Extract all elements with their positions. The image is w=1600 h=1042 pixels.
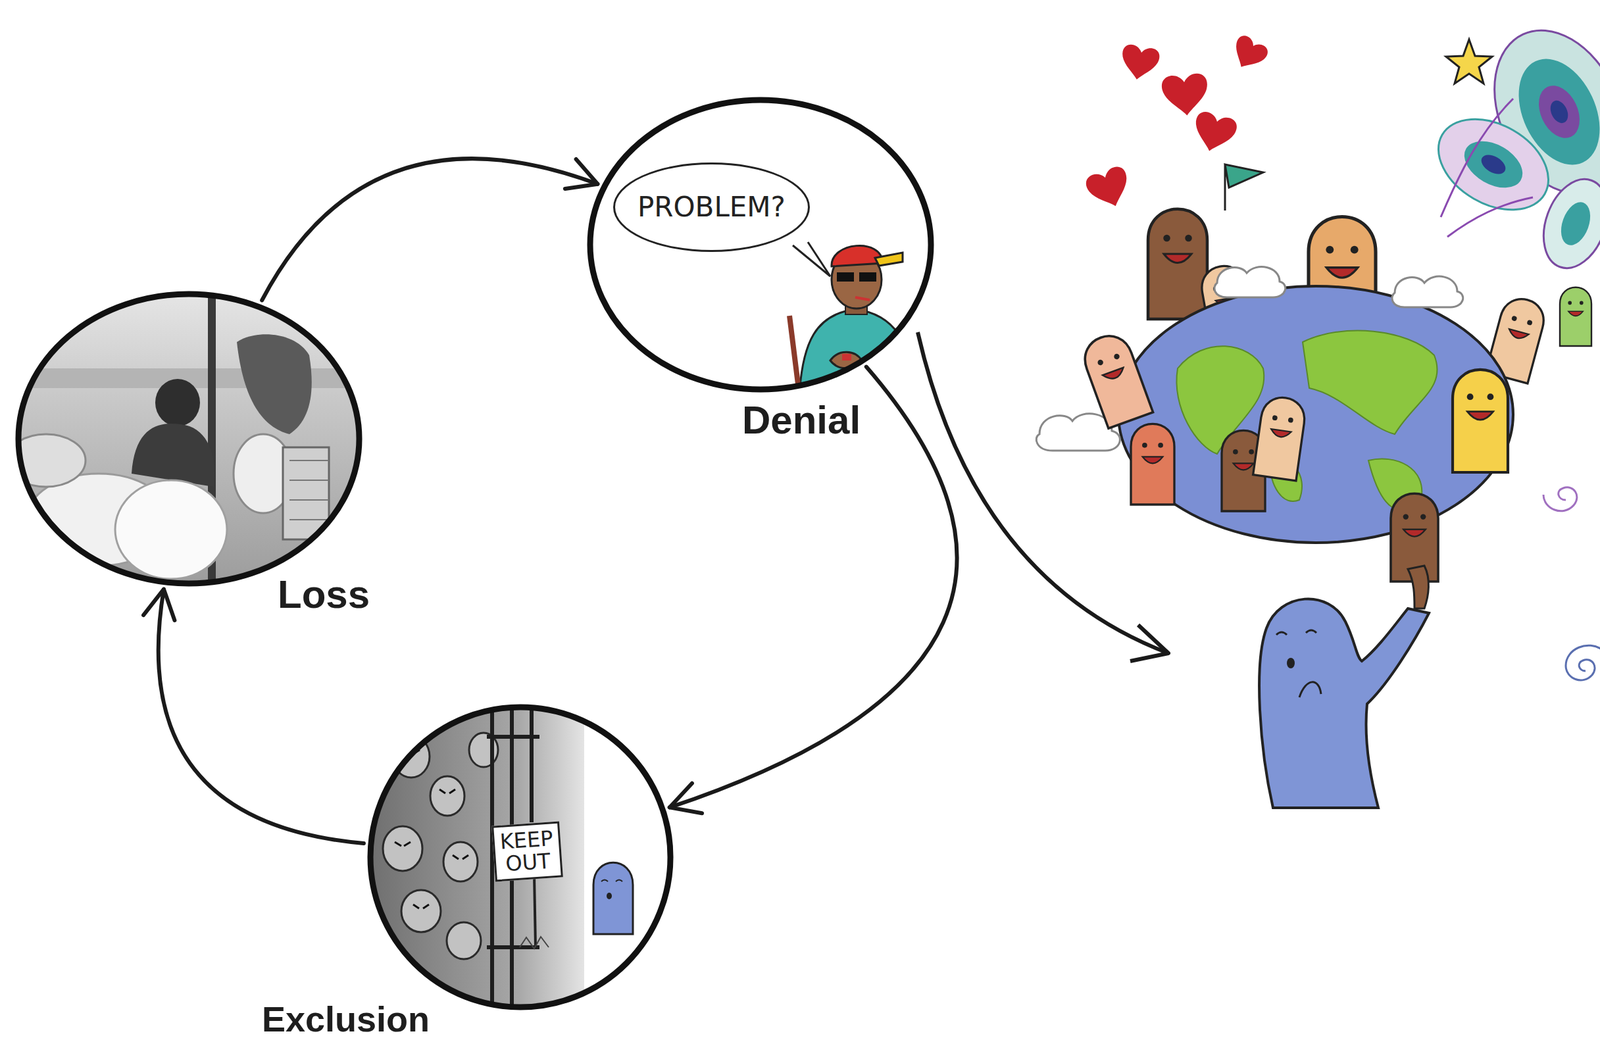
swirl (1543, 487, 1577, 512)
reaching-figure-mouth (1286, 657, 1295, 669)
cap-brim (875, 252, 903, 266)
stage-circle: KEEP OUTExclusion (367, 703, 674, 1011)
crowd-face (401, 890, 441, 933)
stage-circle: Loss (15, 290, 363, 587)
cigarette (855, 297, 870, 300)
glasses (836, 272, 854, 282)
grass (519, 936, 549, 949)
bubble-tail (792, 242, 831, 277)
texture (289, 460, 329, 520)
outsider-figure (593, 862, 633, 935)
cycle-arrow (261, 158, 598, 300)
circle-outline (370, 707, 671, 1008)
cycle-arrow (669, 367, 958, 814)
belongings (236, 334, 312, 435)
stage-label: Denial (742, 400, 861, 441)
cycle-arrow (143, 589, 364, 844)
bag (115, 480, 227, 579)
hearts (1083, 32, 1271, 214)
stage-label: Loss (277, 575, 370, 615)
clouds (1036, 267, 1464, 451)
circle-outline (15, 290, 363, 587)
person-body (131, 423, 215, 487)
arrow-line (669, 367, 958, 808)
reaching-figure-hand (1299, 682, 1322, 698)
loss-photo (6, 290, 363, 587)
denial-illustration (789, 245, 918, 395)
angry-brows (394, 750, 469, 909)
reaching-figure (1259, 598, 1429, 808)
pennant (1225, 164, 1264, 211)
sign-text: KEEP OUT (491, 821, 563, 883)
globe (1118, 286, 1514, 543)
outsider-face (601, 880, 623, 883)
circle-outline (18, 294, 360, 584)
crowd-face (430, 776, 465, 816)
outsider-mouth (606, 892, 612, 900)
exclusion-illustration (367, 703, 633, 1011)
reaching-figure-eyes (1276, 630, 1317, 635)
star (1446, 39, 1493, 84)
circle-outline (590, 100, 931, 390)
crowd-face (443, 842, 478, 882)
continents (1176, 330, 1437, 511)
stage-label: Exclusion (261, 1001, 430, 1037)
speech-bubble-text: PROBLEM? (613, 162, 810, 252)
arrow-line (261, 158, 598, 300)
helping-arm (1407, 565, 1429, 609)
crowd-face (382, 826, 423, 872)
cap (831, 245, 883, 267)
phone (842, 353, 852, 361)
sign-post (534, 875, 536, 948)
arrowhead (669, 783, 702, 814)
peacock-flower (1422, 9, 1600, 277)
blobs-front (1078, 329, 1508, 582)
crowd-face (446, 922, 481, 960)
crowd-ground (367, 703, 585, 1011)
glasses (859, 272, 877, 282)
person-head (155, 378, 200, 427)
stage-circle: PROBLEM?Denial (586, 96, 935, 393)
arrow-line (158, 589, 364, 844)
arrowhead (143, 589, 175, 621)
swirl (1565, 645, 1600, 681)
world-illustration (1036, 9, 1600, 808)
arrowhead (565, 159, 599, 189)
hope-arrowhead (1130, 625, 1169, 662)
